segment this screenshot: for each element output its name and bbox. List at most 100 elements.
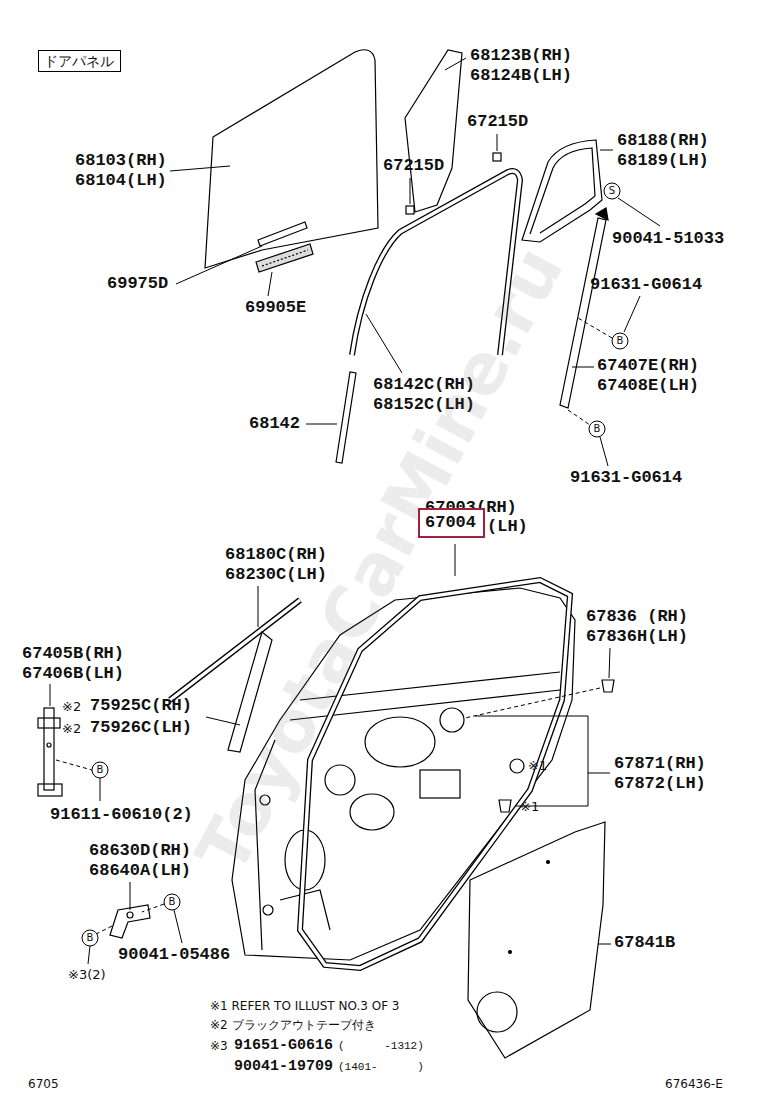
part-number: 67405B(RH) — [22, 645, 124, 663]
part-number: 68630D(RH) — [89, 841, 191, 860]
part-number: 67215D — [383, 156, 444, 175]
part-number: 68180C(RH) — [225, 546, 327, 564]
part-number: 67408E(LH) — [597, 377, 699, 395]
circled-letter: B — [589, 421, 605, 437]
part-number: 90041-51033 — [612, 230, 724, 248]
footnote: ※2 ブラックアウトテープ付き — [210, 1018, 376, 1032]
part-number: 68123B(RH) — [470, 47, 572, 65]
part-number: 75925C(RH) — [90, 697, 192, 715]
part-number: 67215D — [383, 157, 444, 175]
part-number: 91631-G0614 — [570, 468, 682, 487]
part-number: 67871(RH) — [614, 755, 706, 773]
part-number: 67841B — [614, 933, 675, 952]
page-code: 676436-E — [665, 1077, 723, 1091]
part-number: 67215D — [467, 113, 528, 131]
part-number: 75926C(LH) — [90, 719, 192, 737]
part-label: ドアパネル — [44, 52, 115, 70]
letter-circle — [604, 183, 620, 199]
part-number: 67872(LH) — [614, 775, 706, 793]
circled-letter: B — [594, 423, 601, 434]
part-number: 68123B(RH) — [470, 46, 572, 65]
footnote: ※2 ブラックアウトテープ付き — [210, 1018, 376, 1032]
section-tag: ドアパネル — [38, 50, 121, 72]
part-number: 67871(RH) — [614, 754, 706, 773]
part-number: 68124B(LH) — [470, 66, 572, 85]
part-number: 68188(RH) — [617, 132, 709, 150]
page-code: 6705 — [28, 1077, 59, 1091]
part-number: 68142C(RH) — [373, 375, 475, 394]
part-number: 67407E(RH) — [597, 357, 699, 375]
part-number: 90041-19709 — [234, 1058, 333, 1075]
part-number: 90041-19709 — [234, 1058, 333, 1075]
note-mark: ※1 — [520, 799, 539, 814]
part-number: 91611-60610(2) — [50, 805, 193, 824]
note-mark: ※2 — [62, 699, 81, 714]
part-number: 67406B(LH) — [22, 664, 124, 683]
footnote: ※3 — [210, 1039, 228, 1053]
part-number: 67408E(LH) — [597, 376, 699, 395]
part-number: 67836H(LH) — [586, 627, 688, 646]
date-range: (1401- ) — [338, 1061, 424, 1074]
part-number: 68142 — [249, 414, 300, 433]
circled-letter: B — [97, 764, 104, 775]
part-number: 68189(LH) — [617, 152, 709, 170]
note-mark: ※2 — [62, 699, 81, 714]
part-number: 68142C(RH) — [373, 376, 475, 394]
part-number: 67215D — [467, 112, 528, 131]
part-number: 75925C(RH) — [90, 696, 192, 715]
page-code: 6705 — [28, 1077, 59, 1091]
letter-circle — [164, 894, 180, 910]
part-number: 90041-05486 — [118, 945, 230, 964]
footnote: ※1 REFER TO ILLUST NO.3 OF 3 — [210, 999, 400, 1013]
circled-letter: B — [612, 333, 628, 349]
part-number: 69905E — [245, 299, 306, 317]
part-number: 68630D(RH) — [89, 842, 191, 860]
part-number: 91631-G0614 — [590, 276, 702, 294]
footnote: ※3 — [210, 1039, 228, 1053]
part-number: 67405B(RH) — [22, 644, 124, 663]
part-number: 67841B — [614, 934, 675, 952]
part-number: 68152C(LH) — [373, 395, 475, 414]
part-number: 68230C(LH) — [225, 566, 327, 584]
part-number: 68189(LH) — [617, 151, 709, 170]
part-number: 75926C(LH) — [90, 718, 192, 737]
part-number: 68640A(LH) — [89, 862, 191, 880]
note-mark: ※3(2) — [68, 967, 106, 982]
part-number: 68103(RH) — [75, 151, 167, 170]
part-number: 67872(LH) — [614, 774, 706, 793]
part-number: 68152C(LH) — [373, 396, 475, 414]
circled-letter: B — [92, 762, 108, 778]
note-mark: ※2 — [62, 721, 81, 736]
part-number: 91611-60610(2) — [50, 806, 193, 824]
note-mark: ※3(2) — [68, 967, 106, 982]
part-number: (LH) — [487, 518, 528, 536]
part-number: 69975D — [107, 275, 168, 293]
part-number: 68104(LH) — [75, 172, 167, 190]
part-number: 68230C(LH) — [225, 565, 327, 584]
page-code: 676436-E — [665, 1077, 723, 1091]
part-number: 68640A(LH) — [89, 861, 191, 880]
part-number: 91631-G0614 — [590, 275, 702, 294]
footnote: ※1 REFER TO ILLUST NO.3 OF 3 — [210, 999, 400, 1013]
part-number: 67836H(LH) — [586, 628, 688, 646]
date-range: (1401- ) — [338, 1061, 424, 1073]
part-number: 90041-05486 — [118, 946, 230, 964]
part-number: 91651-G0616 — [234, 1037, 333, 1054]
part-number: 68104(LH) — [75, 171, 167, 190]
part-number: 91631-G0614 — [570, 469, 682, 487]
circled-letter: B — [617, 335, 624, 346]
circled-letter: S — [609, 185, 615, 196]
part-number: 67836 (RH) — [586, 608, 688, 626]
letter-circle — [589, 421, 605, 437]
highlight-box: 67004 — [418, 508, 485, 538]
part-number: 91651-G0616 — [234, 1037, 333, 1054]
part-number: (LH) — [487, 517, 528, 536]
part-number: 90041-51033 — [612, 229, 724, 248]
note-mark: ※2 — [62, 721, 81, 736]
date-range: ( -1312) — [338, 1040, 424, 1052]
letter-circle — [612, 333, 628, 349]
note-mark: ※1 — [520, 799, 539, 814]
part-number: 68142 — [249, 415, 300, 433]
part-number: 67407E(RH) — [597, 356, 699, 375]
